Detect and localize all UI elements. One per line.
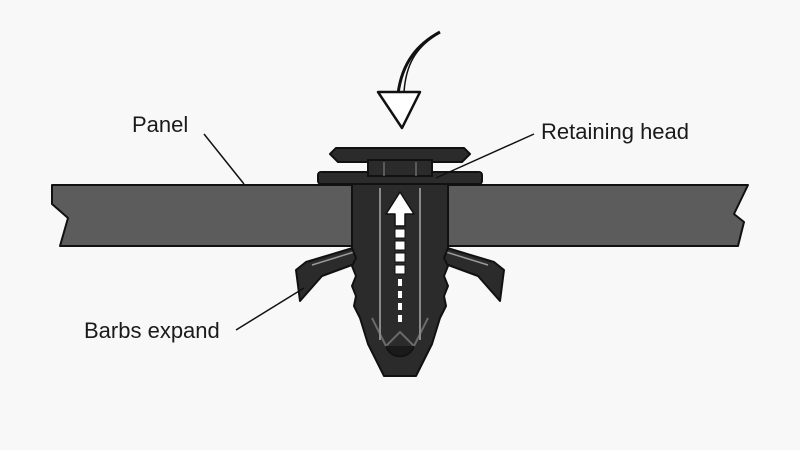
barb-right: [439, 246, 505, 302]
retaining-head-label: Retaining head: [541, 119, 690, 144]
retaining-head-pin: [367, 159, 433, 177]
leader-barbs: [235, 287, 305, 331]
retaining-head-cap: [329, 147, 471, 163]
barb-left: [295, 246, 361, 302]
clip-leg-split: [371, 317, 429, 348]
curved-down-arrow-icon: [376, 30, 441, 130]
panel-left: [51, 184, 353, 247]
panel-label: Panel: [132, 112, 189, 137]
leader-panel: [203, 133, 245, 185]
panel-right: [447, 184, 749, 247]
leader-retaining-head: [435, 133, 535, 179]
barbs-expand-label: Barbs expand: [84, 318, 220, 343]
dashed-up-arrow-icon: [385, 191, 415, 326]
